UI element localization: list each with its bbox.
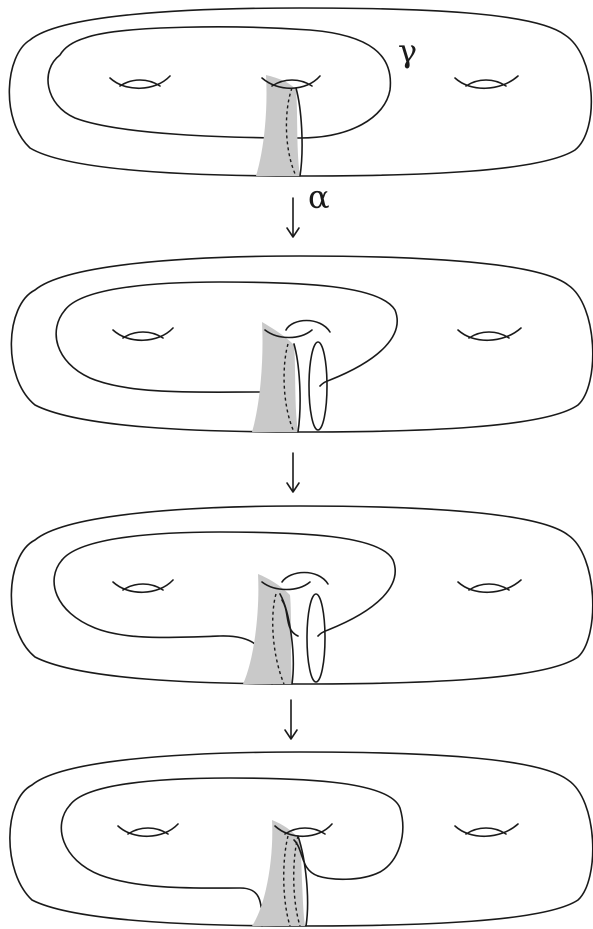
alpha-label: α	[308, 178, 330, 216]
gamma-curve	[47, 26, 392, 139]
alpha-curve-dashed	[285, 87, 297, 177]
tube-ellipse	[308, 341, 328, 431]
hole-right	[454, 75, 519, 89]
surface-stage-4	[9, 751, 593, 927]
hole-left	[112, 327, 174, 341]
hole-right	[457, 327, 522, 341]
alpha-curve-dashed	[272, 593, 285, 685]
hole-middle	[264, 329, 313, 339]
tube-top-arc	[285, 319, 331, 333]
surface-stage-1: γ α	[8, 7, 593, 216]
arrow-1	[286, 197, 300, 238]
surface-stage-2	[10, 255, 593, 433]
outer-surface-outline	[10, 255, 593, 433]
shaded-disk	[243, 574, 292, 684]
gamma-curve	[55, 309, 286, 393]
alpha-curve-solid	[295, 87, 303, 177]
hole-middle	[261, 75, 321, 89]
gamma-curve-arc	[64, 281, 398, 387]
arrow-2	[286, 452, 300, 493]
alpha-curve-solid	[297, 835, 309, 927]
shaded-disk	[252, 322, 298, 432]
alpha-curve-dashed	[283, 343, 295, 433]
tube-top-arc	[281, 571, 329, 585]
hole-middle	[274, 823, 333, 837]
shaded-disk	[252, 820, 305, 926]
gamma-curve	[60, 804, 263, 927]
gamma-crossing	[281, 599, 299, 637]
hole-left	[112, 579, 174, 593]
gamma-crossing	[293, 839, 319, 877]
alpha-curve-solid	[293, 343, 301, 433]
hole-middle	[261, 581, 311, 591]
outer-surface-outline	[9, 751, 593, 927]
hole-right	[457, 579, 522, 593]
alpha-curve-dashed	[283, 835, 291, 927]
hole-left	[117, 823, 179, 837]
outer-surface-outline	[10, 505, 593, 685]
surface-stage-3	[10, 505, 593, 685]
gamma-curve-arc	[61, 531, 396, 637]
gamma-curve	[53, 559, 273, 685]
hole-right	[454, 823, 519, 837]
hole-left	[109, 75, 171, 89]
gamma-curve-arc	[69, 777, 404, 881]
tube-ellipse	[306, 593, 326, 683]
gamma-label: γ	[398, 32, 417, 70]
shaded-disk	[256, 75, 300, 176]
arrow-3	[284, 699, 298, 740]
outer-surface-outline	[8, 7, 593, 177]
